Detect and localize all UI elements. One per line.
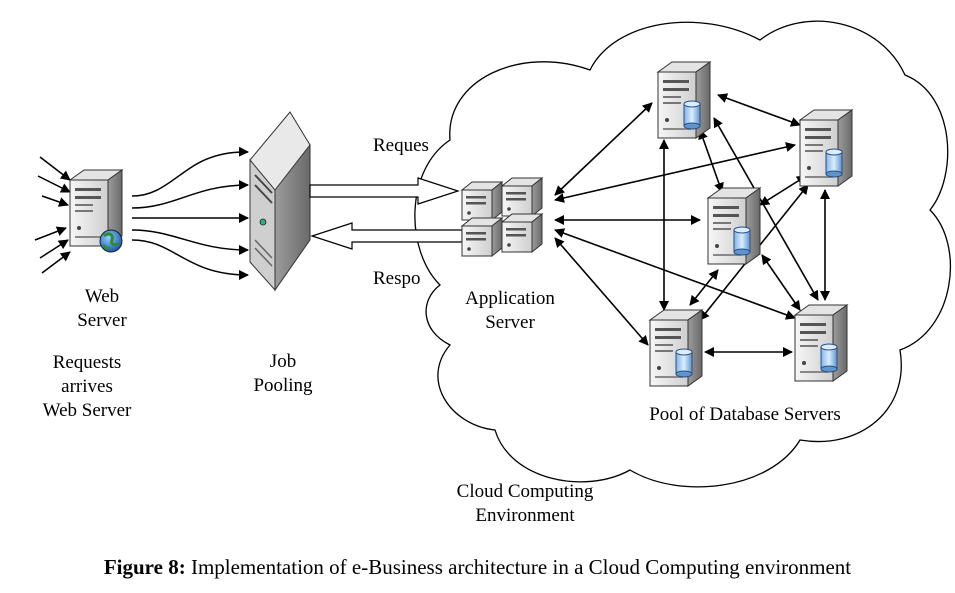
figure-caption-text: Implementation of e-Business architectur… [185,555,852,579]
globe-icon [99,229,123,253]
database-server-icon [658,62,710,138]
web-server-label: Web Server [77,286,127,331]
application-server-cluster-icon [461,177,543,257]
dispatch-arrows [131,146,249,280]
job-pooling-label: Job Pooling [253,351,313,396]
incoming-request-arrows [34,156,71,274]
response-label: Respo [373,268,421,289]
application-server-label: Application Server [465,288,555,333]
job-pool-tower-icon [249,111,311,292]
database-server-icon [650,310,702,386]
response-arrow [310,222,463,250]
figure-caption: Figure 8: Implementation of e-Business a… [0,555,955,580]
cloud-shape [414,20,951,488]
request-label: Reques [373,135,429,156]
database-server-icon [800,110,852,186]
pool-of-database-servers-label: Pool of Database Servers [649,404,841,425]
database-server-icon [795,305,847,381]
requests-arrives-label: Requests arrives Web Server [42,352,132,421]
cloud-computing-environment-label: Cloud Computing Environment [456,481,594,526]
request-arrow [309,177,460,205]
figure-number: Figure 8: [103,555,186,579]
database-server-icon [708,188,760,264]
